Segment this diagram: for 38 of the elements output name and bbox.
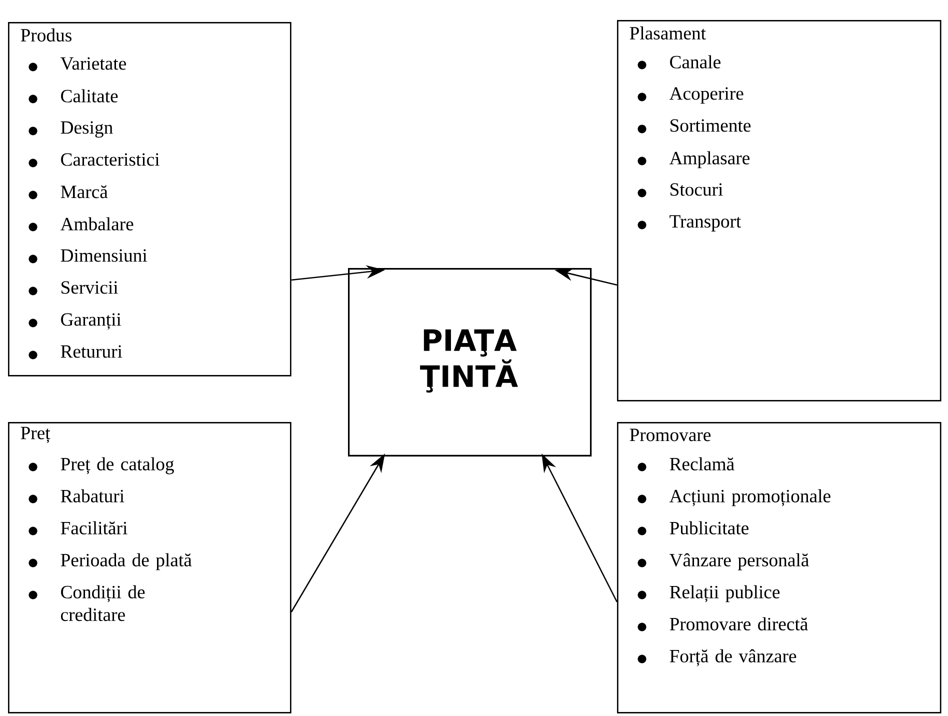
list-box [617,422,942,714]
bullet-item: Design [28,121,113,138]
bullet-item: Amplasare [638,151,750,168]
bullet-item: Rabaturi [28,489,124,504]
bullet-item: Condiții de creditare [28,585,145,622]
bullet-item: Reclamă [638,457,734,472]
bullet-item: Forță de vânzare [638,649,796,666]
bullet-item: Promovare directă [638,617,808,632]
bullet-item: Publicitate [638,521,748,536]
bullet-item: Ambalare [28,217,134,232]
box-heading: Promovare [630,428,711,442]
bullet-item: Acțiuni promoționale [638,489,830,506]
list-box [8,422,292,714]
list-box [617,20,942,402]
bullet-item: Calitate [28,89,118,104]
bullet-item: Sortimente [638,119,751,134]
bullet-item: Facilitări [28,521,128,536]
box-heading: Preț [20,426,50,444]
box-heading: Produs [20,28,72,42]
bullet-item: Preț de catalog [28,457,174,474]
node-title: PIAŢA ŢINTĂ [420,329,518,393]
bullet-item: Transport [638,215,742,232]
bullet-item: Acoperire [638,87,744,104]
bullet-item: Stocuri [638,183,723,198]
box-heading: Plasament [630,26,706,40]
bullet-item: Marcă [28,185,108,200]
list-box [8,22,292,376]
bullet-item: Retururi [28,345,122,360]
bullet-item: Perioada de plată [28,553,192,570]
bullet-item: Caracteristici [28,153,160,168]
bullet-item: Canale [638,55,720,70]
bullet-item: Varietate [28,57,126,72]
bullet-item: Relații publice [638,585,780,602]
bullet-item: Servicii [28,281,118,296]
bullet-item: Vânzare personală [638,553,809,570]
bullet-item: Dimensiuni [28,249,148,264]
list-box [348,268,592,457]
bullet-item: Garanții [28,313,122,330]
